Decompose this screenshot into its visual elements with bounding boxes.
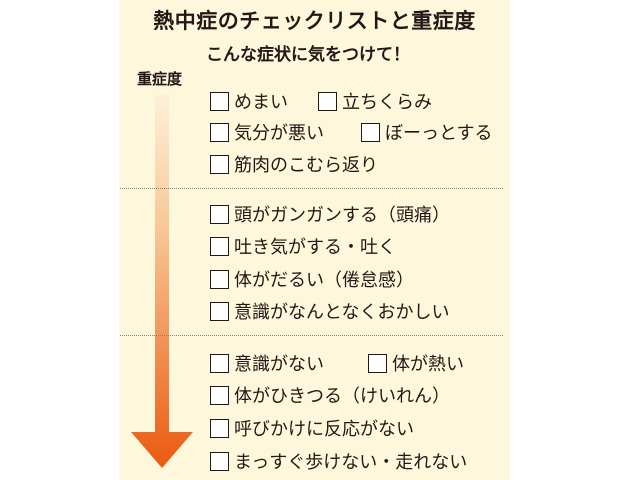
check-item-label: 体がひきつる（けいれん） <box>234 386 450 407</box>
checkbox[interactable] <box>210 204 229 224</box>
check-item-feeling-sick[interactable]: 気分が悪い <box>210 119 324 145</box>
check-item-nausea[interactable]: 吐き気がする・吐く <box>210 233 396 259</box>
checkbox[interactable] <box>210 385 229 405</box>
check-item-headache[interactable]: 頭がガンガンする（頭痛） <box>210 201 450 227</box>
check-item-fatigue[interactable]: 体がだるい（倦怠感） <box>210 266 414 292</box>
check-item-label: 体がだるい（倦怠感） <box>234 270 414 291</box>
section-divider <box>120 335 503 336</box>
check-item-label: 体が熱い <box>392 354 464 375</box>
check-item-label: 呼びかけに反応がない <box>234 419 414 440</box>
check-item-label: 立ちくらみ <box>342 92 432 113</box>
check-item-label: まっすぐ歩けない・走れない <box>234 452 468 473</box>
check-item-label: 吐き気がする・吐く <box>234 237 396 258</box>
check-item-cannot-walk[interactable]: まっすぐ歩けない・走れない <box>210 448 467 474</box>
check-item-label: 意識がない <box>234 354 324 375</box>
checkbox[interactable] <box>210 418 229 438</box>
page-title: 熱中症のチェックリストと重症度 <box>153 9 476 33</box>
checkbox[interactable] <box>361 122 380 142</box>
check-item-label: 筋肉のこむら返り <box>234 155 378 176</box>
section-divider <box>120 188 503 189</box>
checkbox[interactable] <box>210 269 229 289</box>
check-item-label: 意識がなんとなくおかしい <box>234 302 450 323</box>
check-item-dizziness[interactable]: めまい <box>210 88 288 114</box>
severity-label: 重症度 <box>137 70 183 88</box>
checkbox[interactable] <box>368 353 387 373</box>
checklist-card: 熱中症のチェックリストと重症度 こんな症状に気をつけて！ 重症度 めまい 立ちく… <box>119 0 510 480</box>
check-item-label: 気分が悪い <box>234 123 324 144</box>
check-item-muscle-cramp[interactable]: 筋肉のこむら返り <box>210 151 378 177</box>
checkbox[interactable] <box>210 91 229 111</box>
checkbox[interactable] <box>210 353 229 373</box>
check-item-unconscious[interactable]: 意識がない <box>210 350 324 376</box>
checkbox[interactable] <box>210 154 229 174</box>
checkbox[interactable] <box>210 236 229 256</box>
checkbox[interactable] <box>210 301 229 321</box>
checklist-subtitle: こんな症状に気をつけて！ <box>206 45 410 65</box>
check-item-no-response[interactable]: 呼びかけに反応がない <box>210 415 414 441</box>
check-item-label: めまい <box>234 92 288 113</box>
check-item-spaced-out[interactable]: ぼーっとする <box>361 119 492 145</box>
checkbox[interactable] <box>210 451 229 471</box>
severity-arrow-icon <box>131 95 193 468</box>
check-item-label: 頭がガンガンする（頭痛） <box>234 205 450 226</box>
checkbox[interactable] <box>210 122 229 142</box>
check-item-convulsions[interactable]: 体がひきつる（けいれん） <box>210 382 450 408</box>
check-item-altered-consciousness[interactable]: 意識がなんとなくおかしい <box>210 298 449 324</box>
checkbox[interactable] <box>318 91 337 111</box>
check-item-body-hot[interactable]: 体が熱い <box>368 350 464 376</box>
check-item-label: ぼーっとする <box>385 123 493 144</box>
check-item-lightheaded[interactable]: 立ちくらみ <box>318 88 432 114</box>
